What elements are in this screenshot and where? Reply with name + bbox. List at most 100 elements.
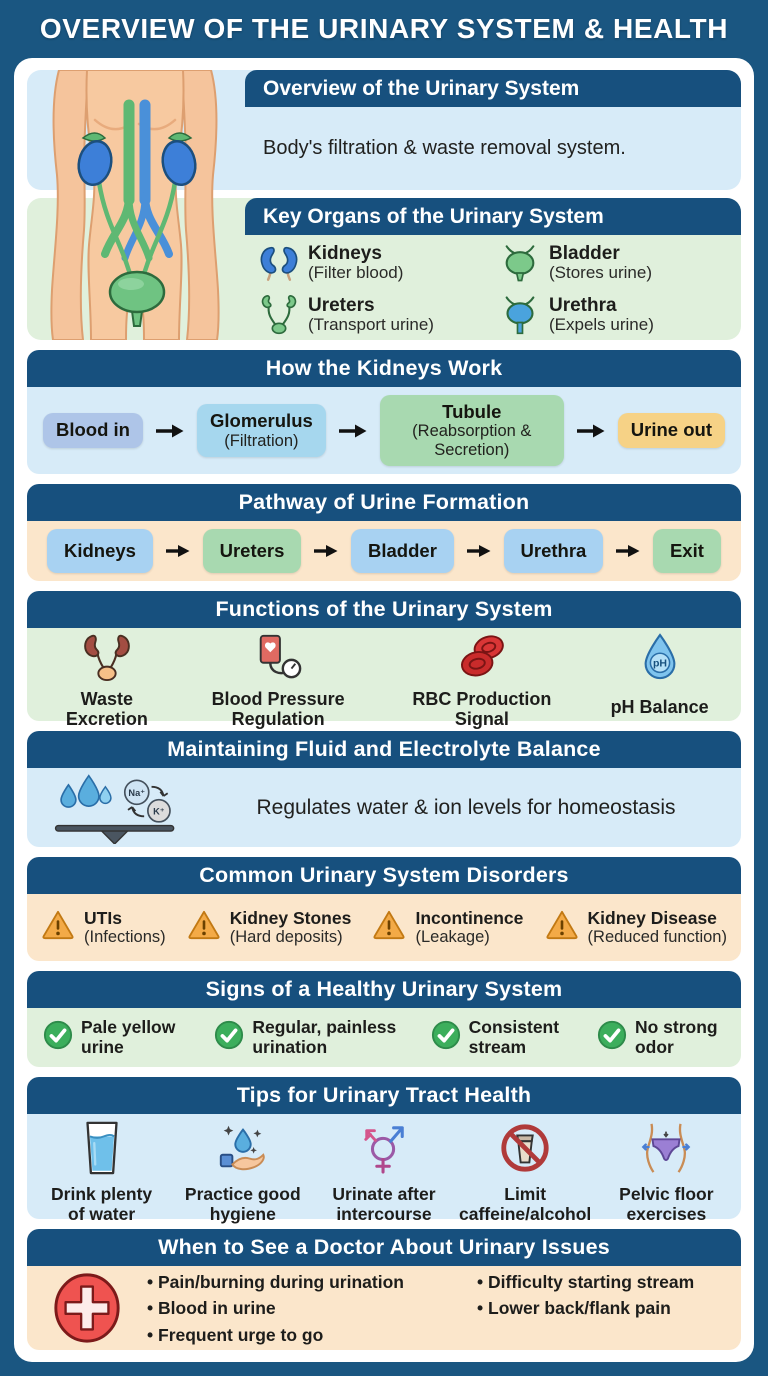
blood-pressure-icon: [251, 632, 305, 687]
doctor-symptoms-col1: Pain/burning during urination Blood in u…: [147, 1272, 477, 1345]
symptom: Lower back/flank pain: [477, 1299, 741, 1319]
doctor-symptoms-col2: Difficulty starting stream Lower back/fl…: [477, 1272, 741, 1319]
fluid-balance-text: Regulates water & ion levels for homeost…: [256, 795, 676, 819]
sign-item-pale-yellow: Pale yellow urine: [43, 1016, 186, 1057]
function-label: pH Balance: [610, 697, 709, 717]
disorder-name: Incontinence: [415, 907, 524, 928]
ph-text: pH: [653, 658, 667, 670]
organ-item-urethra: Urethra (Expels urine): [500, 290, 735, 340]
flow-arrow-icon: [313, 543, 339, 559]
kidneys-work-flow: Blood in Glomerulus (Filtration) Tubule …: [27, 387, 741, 474]
function-item-waste: Waste Excretion: [59, 632, 154, 729]
kidneys-work-heading: How the Kidneys Work: [27, 350, 741, 387]
functions-section: Functions of the Urinary System Waste Ex…: [27, 591, 741, 729]
waste-excretion-icon: [80, 632, 134, 687]
kidneys-icon: [259, 241, 299, 285]
doctor-section: When to See a Doctor About Urinary Issue…: [27, 1229, 741, 1350]
function-item-ph: pH pH Balance: [611, 632, 709, 721]
overview-description: Body's filtration & waste removal system…: [263, 137, 626, 159]
water-glass-icon: [80, 1120, 124, 1181]
ureters-icon: [259, 293, 299, 337]
flow-step-label: Glomerulus: [209, 409, 313, 431]
flow-step-label: Tubule: [442, 400, 502, 422]
warning-icon: [41, 909, 75, 946]
flow-arrow-icon: [338, 423, 368, 439]
organ-item-kidneys: Kidneys (Filter blood): [259, 238, 494, 288]
tips-section: Tips for Urinary Tract Health Drink plen…: [27, 1077, 741, 1223]
sign-item-no-odor: No strong odor: [597, 1017, 725, 1057]
organ-item-bladder: Bladder (Stores urine): [500, 238, 735, 288]
bladder: [108, 270, 166, 327]
vessels: [101, 99, 173, 262]
organ-item-ureters: Ureters (Transport urine): [259, 290, 494, 340]
check-icon: [214, 1020, 244, 1055]
sign-item-regular-urination: Regular, painless urination: [214, 1017, 402, 1057]
flow-arrow-icon: [165, 543, 191, 559]
overview-heading: Overview of the Urinary System: [245, 70, 741, 107]
bladder-icon: [500, 241, 540, 285]
organ-desc: (Filter blood): [308, 262, 404, 282]
doctor-symptom-columns: Pain/burning during urination Blood in u…: [147, 1271, 741, 1345]
pathway-heading: Pathway of Urine Formation: [27, 484, 741, 521]
na-ion-label: Na⁺: [128, 788, 145, 798]
hygiene-hand-icon: [215, 1120, 271, 1181]
disorders-section: Common Urinary System Disorders UTIs (In…: [27, 857, 741, 961]
disorder-item-incontinence: Incontinence (Leakage): [372, 907, 524, 947]
tip-label: Drink plenty of water: [51, 1184, 153, 1224]
page-title: OVERVIEW OF THE URINARY SYSTEM & HEALTH: [39, 13, 729, 44]
tips-list: Drink plenty of water Practice good hygi…: [27, 1114, 741, 1223]
function-item-blood-pressure: Blood Pressure Regulation: [203, 632, 353, 729]
flow-step-label: Urine out: [630, 419, 712, 441]
k-ion-label: K⁺: [153, 806, 165, 816]
disorder-name: Kidney Stones: [229, 907, 352, 928]
flow-step-label: Blood in: [56, 419, 130, 441]
organ-name: Urethra: [549, 294, 617, 316]
key-organs-list: Kidneys (Filter blood): [245, 235, 741, 340]
disorder-desc: (Hard deposits): [229, 928, 343, 947]
tips-heading: Tips for Urinary Tract Health: [27, 1077, 741, 1114]
urethra-icon: [500, 293, 540, 337]
warning-icon: [187, 909, 221, 946]
tip-item-caffeine: Limit caffeine/alcohol: [458, 1120, 592, 1224]
kidneys: [77, 132, 197, 187]
hero-section: Overview of the Urinary System Body's fi…: [27, 70, 741, 340]
fluid-balance-content: Na⁺ K⁺ Regulates water & ion levels for …: [27, 768, 741, 847]
pelvic-floor-icon: [638, 1120, 694, 1181]
disorders-heading: Common Urinary System Disorders: [27, 857, 741, 894]
pathway-step-urethra: Urethra: [503, 529, 604, 573]
tip-item-intercourse: Urinate after intercourse: [317, 1120, 451, 1224]
disorder-item-kidney-stones: Kidney Stones (Hard deposits): [187, 907, 352, 947]
tip-label: Urinate after intercourse: [332, 1184, 436, 1224]
flow-step-urine-out: Urine out: [617, 413, 725, 448]
disorder-name: UTIs: [84, 907, 122, 928]
functions-heading: Functions of the Urinary System: [27, 591, 741, 628]
function-label: Blood Pressure Regulation: [211, 689, 345, 729]
gender-symbols-icon: [360, 1120, 408, 1181]
flow-step-glomerulus: Glomerulus (Filtration): [196, 403, 326, 458]
tip-label: Pelvic floor exercises: [619, 1184, 714, 1224]
sign-label: Consistent stream: [468, 1016, 560, 1057]
symptom: Blood in urine: [147, 1299, 477, 1319]
disorder-item-utis: UTIs (Infections): [41, 907, 166, 946]
disorder-name: Kidney Disease: [587, 907, 717, 928]
symptom: Frequent urge to go: [147, 1325, 477, 1345]
check-icon: [597, 1020, 627, 1055]
symptom: Difficulty starting stream: [477, 1272, 741, 1292]
urinary-body-illustration: [50, 70, 220, 340]
sign-label: Pale yellow urine: [81, 1016, 176, 1057]
content-card: Overview of the Urinary System Body's fi…: [14, 58, 754, 1362]
balance-scale-icon: Na⁺ K⁺: [27, 772, 217, 844]
disorder-desc: (Leakage): [415, 928, 490, 947]
doctor-content: Pain/burning during urination Blood in u…: [27, 1266, 741, 1350]
pathway-step-ureters: Ureters: [202, 529, 302, 573]
tip-item-pelvic: Pelvic floor exercises: [599, 1120, 733, 1224]
medical-cross-icon: [27, 1271, 147, 1345]
tip-label: Practice good hygiene: [184, 1184, 301, 1224]
check-icon: [431, 1020, 461, 1055]
fluid-balance-heading: Maintaining Fluid and Electrolyte Balanc…: [27, 731, 741, 768]
organ-name: Kidneys: [308, 242, 382, 264]
check-icon: [43, 1020, 73, 1055]
signs-heading: Signs of a Healthy Urinary System: [27, 971, 741, 1008]
doctor-heading: When to See a Doctor About Urinary Issue…: [27, 1229, 741, 1266]
